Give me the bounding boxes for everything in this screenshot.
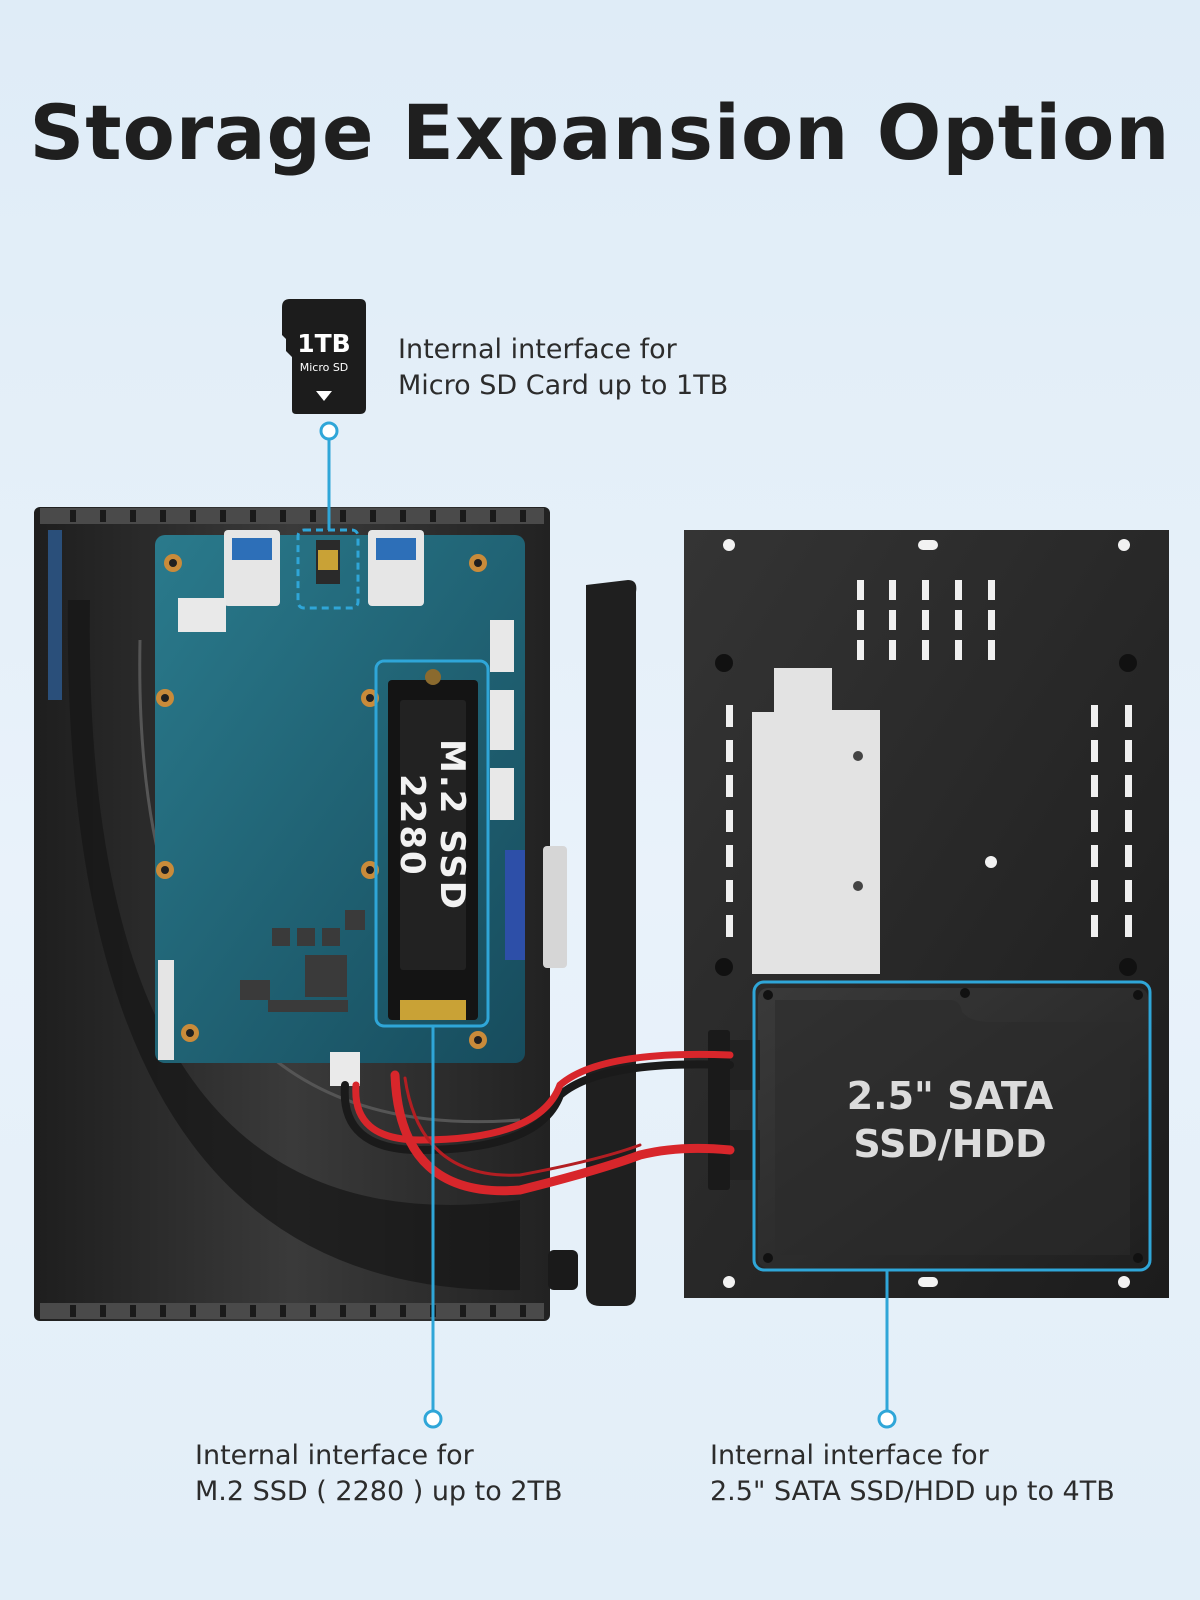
caption-sata: Internal interface for 2.5" SATA SSD/HDD… [710,1438,1115,1510]
bottom-plate [684,530,1169,1298]
sata-drive-label: 2.5" SATA SSD/HDD [790,1072,1110,1168]
caption-m2-ssd: Internal interface for M.2 SSD ( 2280 ) … [195,1438,563,1510]
sd-capacity: 1TB [297,329,351,358]
motherboard [155,528,525,1086]
caption-micro-sd: Internal interface for Micro SD Card up … [398,332,728,404]
sd-type: Micro SD [299,361,349,374]
caption-line: Internal interface for [710,1440,989,1471]
page-title: Storage Expansion Option [29,88,1171,177]
sata-cables [340,1050,735,1196]
sata-label-line: SSD/HDD [853,1122,1047,1166]
m2-ssd-label: M.2 SSD 2280 [392,739,472,911]
micro-sd-card-icon: 1TB Micro SD [282,299,366,414]
caption-line: Micro SD Card up to 1TB [398,370,729,401]
caption-line: M.2 SSD ( 2280 ) up to 2TB [195,1476,563,1507]
caption-line: Internal interface for [398,334,677,365]
caption-line: 2.5" SATA SSD/HDD up to 4TB [710,1476,1115,1507]
callout-lines [319,421,897,1429]
caption-line: Internal interface for [195,1440,474,1471]
sata-label-line: 2.5" SATA [846,1074,1054,1118]
